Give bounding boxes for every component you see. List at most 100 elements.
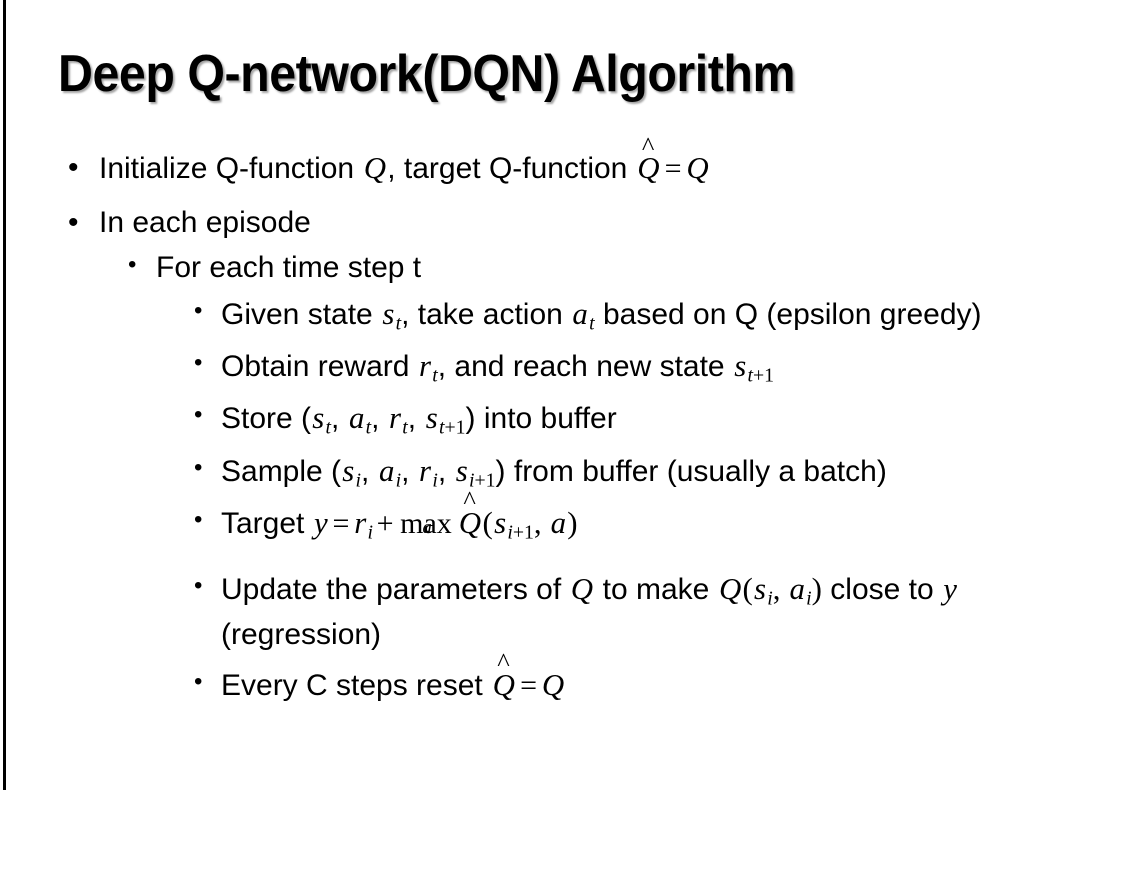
math-subscript: i+1 — [469, 469, 496, 491]
text-fragment: , take action — [401, 297, 572, 331]
bullet-list: • Initialize Q-function Q, target Q-func… — [0, 133, 1124, 714]
bullet-store-transition: • Store (st, at, rt, st+1) into buffer — [0, 396, 1124, 442]
text-fragment: to make — [594, 572, 718, 606]
math-base: Q — [492, 666, 515, 702]
bullet-marker: • — [68, 205, 79, 239]
math-var-y: y — [313, 504, 328, 540]
math-var-q: Q — [541, 666, 565, 702]
text-fragment: Obtain reward — [221, 350, 418, 384]
text-fragment: ) into buffer — [465, 402, 617, 436]
math-var-s: s — [342, 452, 355, 488]
bullet-text: Update the parameters of Q to make Q(si,… — [221, 567, 1094, 657]
max-underscript: a — [422, 516, 432, 538]
bullet-marker: • — [194, 667, 203, 695]
math-var-q2: Q — [686, 150, 709, 185]
math-paren-close: ) — [567, 504, 578, 540]
sub-base: i — [468, 469, 475, 492]
sub-offset: +1 — [752, 364, 774, 387]
max-label: max — [400, 506, 452, 540]
math-subscript: i+1 — [507, 521, 534, 543]
math-subscript: t+1 — [747, 365, 774, 387]
bullet-initialize: • Initialize Q-function Q, target Q-func… — [0, 133, 1124, 191]
math-paren-open: ( — [482, 504, 493, 540]
bullet-marker: • — [128, 251, 137, 279]
math-plus: + — [376, 506, 394, 540]
bullet-text: Obtain reward rt, and reach new state st… — [221, 344, 1094, 390]
bullet-marker: • — [194, 349, 203, 377]
bullet-text: For each time step t — [156, 251, 422, 285]
math-var-a: a — [789, 570, 805, 606]
math-subscript: i — [806, 587, 812, 610]
bullet-text: Given state st, take action at based on … — [221, 292, 1094, 338]
text-fragment: , and reach new state — [437, 350, 733, 384]
math-var-q2: Q — [718, 570, 742, 606]
bullet-marker: • — [194, 401, 203, 429]
text-fragment: , — [401, 454, 418, 488]
bullet-given-state: • Given state st, take action at based o… — [0, 292, 1124, 338]
math-subscript: t — [589, 312, 595, 335]
bullet-marker: • — [68, 151, 79, 184]
math-paren-open: ( — [742, 570, 753, 606]
math-var-q-hat: ^Q — [636, 133, 661, 191]
math-var-y: y — [943, 570, 957, 606]
math-subscript: i — [432, 469, 438, 492]
math-var-q: Q — [363, 150, 386, 185]
math-var-r: r — [354, 504, 367, 540]
circumflex-accent: ^ — [463, 485, 476, 516]
math-base: Q — [458, 504, 482, 540]
text-fragment: , — [331, 402, 348, 436]
math-comma: , — [772, 570, 789, 606]
math-equals: = — [664, 152, 682, 185]
math-var-r: r — [419, 452, 432, 488]
math-subscript: t — [395, 312, 402, 335]
text-fragment: close to — [821, 572, 943, 606]
math-subscript: t+1 — [439, 417, 466, 439]
bullet-text: Every C steps reset ^Q=Q — [221, 649, 1094, 708]
math-var-q-hat: ^Q — [491, 649, 516, 708]
text-fragment: Target — [221, 506, 313, 540]
sub-offset: +1 — [444, 416, 466, 439]
math-subscript: i — [395, 469, 402, 492]
text-fragment: Initialize Q-function — [99, 152, 363, 185]
text-fragment: (regression) — [221, 618, 382, 652]
bullet-in-each-episode: • In each episode — [0, 201, 1124, 245]
sub-base: i — [507, 521, 513, 544]
bullet-reset-target-network: • Every C steps reset ^Q=Q — [0, 649, 1124, 708]
math-comma: , — [533, 504, 550, 540]
circumflex-accent: ^ — [641, 130, 655, 161]
left-edge-rule — [3, 0, 6, 790]
math-var-q: Q — [570, 570, 594, 606]
math-var-s-next: s — [455, 452, 468, 488]
math-var-q-hat: ^Q — [457, 487, 482, 546]
sub-offset: +1 — [474, 469, 496, 492]
bullet-text: Sample (si, ai, ri, si+1) from buffer (u… — [221, 449, 1094, 495]
math-var-s: s — [382, 295, 395, 331]
sub-offset: +1 — [512, 521, 534, 544]
math-var-a: a — [550, 504, 567, 540]
text-fragment: based on Q (epsilon greedy) — [594, 297, 982, 331]
bullet-marker: • — [194, 505, 203, 533]
sub-base: t — [747, 364, 753, 387]
sub-base: t — [438, 416, 445, 439]
math-subscript: t — [402, 416, 408, 439]
math-var-a: a — [572, 295, 588, 331]
text-fragment: , — [361, 454, 378, 488]
math-equals: = — [520, 668, 537, 702]
bullet-obtain-reward: • Obtain reward rt, and reach new state … — [0, 344, 1124, 390]
text-fragment: Sample ( — [221, 454, 342, 488]
page-title: Deep Q-network(DQN) Algorithm — [58, 45, 795, 103]
math-var-r: r — [419, 348, 432, 384]
math-subscript: i — [355, 469, 362, 492]
math-subscript: t — [325, 416, 332, 439]
bullet-marker: • — [194, 571, 203, 599]
text-fragment: Store ( — [221, 402, 312, 436]
bullet-for-each-time-step: • For each time step t — [0, 246, 1124, 290]
bullet-text: In each episode — [99, 205, 311, 239]
math-base: Q — [637, 150, 660, 185]
math-var-r: r — [389, 400, 402, 436]
math-subscript: t — [432, 364, 438, 387]
math-var-s-next: s — [425, 400, 438, 436]
